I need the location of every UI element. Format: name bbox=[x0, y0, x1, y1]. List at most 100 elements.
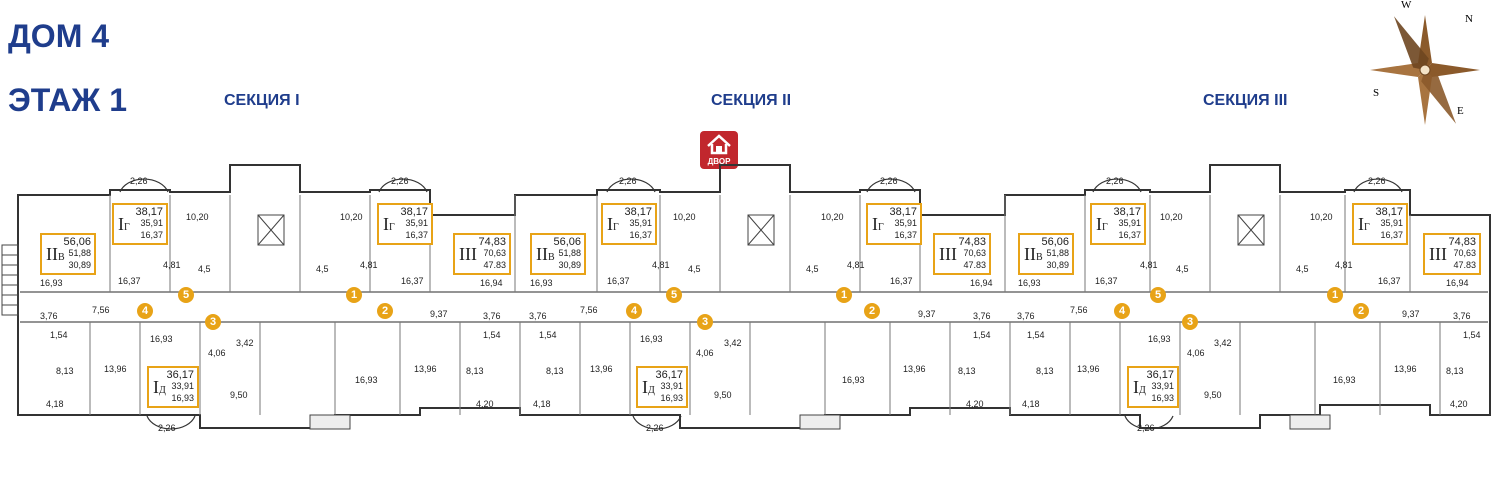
room-area-label: 3,76 bbox=[40, 311, 58, 321]
room-area-label: 16,37 bbox=[1095, 276, 1118, 286]
room-area-label: 1,54 bbox=[539, 330, 557, 340]
apartment-subtype: Г bbox=[878, 222, 884, 233]
room-area-label: 7,56 bbox=[92, 305, 110, 315]
room-area-label: 3,76 bbox=[973, 311, 991, 321]
apartment-total-area: 74,83 bbox=[478, 236, 506, 248]
room-area-label: 4,18 bbox=[533, 399, 551, 409]
entrance-badge[interactable]: 1 bbox=[1327, 287, 1343, 303]
balconies bbox=[119, 178, 1403, 430]
apartment-type: IГ bbox=[383, 214, 395, 234]
entrance-badge[interactable]: 2 bbox=[377, 303, 393, 319]
entrance-badge[interactable]: 5 bbox=[178, 287, 194, 303]
room-area-label: 4,81 bbox=[652, 260, 670, 270]
compass-rose-icon: W N S E bbox=[1370, 0, 1480, 125]
apartment-type: IIВ bbox=[1024, 244, 1043, 264]
room-area-label: 4,5 bbox=[806, 264, 819, 274]
apartment-type: IГ bbox=[1358, 214, 1370, 234]
apartment-total-area: 38,17 bbox=[135, 206, 163, 218]
apartment-type: III bbox=[939, 244, 957, 264]
room-area-label: 10,20 bbox=[821, 212, 844, 222]
apartment-living-area: 35,91 bbox=[405, 218, 428, 228]
room-area-label: 4,06 bbox=[696, 348, 714, 358]
room-area-label: 3,42 bbox=[1214, 338, 1232, 348]
apartment-room-area: 30,89 bbox=[558, 260, 581, 270]
apartment-living-area: 35,91 bbox=[894, 218, 917, 228]
apartment-total-area: 74,83 bbox=[958, 236, 986, 248]
apartment-subtype: Д bbox=[648, 385, 655, 396]
apartment-room-area: 16,37 bbox=[1380, 230, 1403, 240]
apartment-living-area: 35,91 bbox=[1380, 218, 1403, 228]
apartment-room-area: 16,93 bbox=[171, 393, 194, 403]
compass-w: W bbox=[1401, 0, 1412, 11]
house-icon bbox=[707, 134, 731, 155]
room-area-label: 4,5 bbox=[316, 264, 329, 274]
apartment-type: III bbox=[459, 244, 477, 264]
apartment-subtype: Г bbox=[389, 222, 395, 233]
apartment-total-area: 38,17 bbox=[1113, 206, 1141, 218]
entrance-badge[interactable]: 3 bbox=[697, 314, 713, 330]
room-area-label: 7,56 bbox=[1070, 305, 1088, 315]
apartment-type: IД bbox=[1133, 377, 1146, 397]
apartment-subtype: Г bbox=[1102, 222, 1108, 233]
room-area-label: 3,76 bbox=[483, 311, 501, 321]
entrance-badge[interactable]: 5 bbox=[666, 287, 682, 303]
room-area-label: 9,50 bbox=[714, 390, 732, 400]
apartment-living-area: 51,88 bbox=[1046, 248, 1069, 258]
room-area-label: 2,26 bbox=[391, 176, 409, 186]
room-area-label: 4,20 bbox=[1450, 399, 1468, 409]
entrance-badge[interactable]: 2 bbox=[864, 303, 880, 319]
room-area-label: 2,26 bbox=[880, 176, 898, 186]
room-area-label: 16,94 bbox=[970, 278, 993, 288]
room-area-label: 4,81 bbox=[360, 260, 378, 270]
room-area-label: 9,37 bbox=[1402, 309, 1420, 319]
room-area-label: 4,5 bbox=[1176, 264, 1189, 274]
entrance-badge[interactable]: 4 bbox=[137, 303, 153, 319]
room-area-label: 2,26 bbox=[130, 176, 148, 186]
room-area-label: 13,96 bbox=[590, 364, 613, 374]
apartment-living-area: 70,63 bbox=[963, 248, 986, 258]
room-area-label: 16,37 bbox=[890, 276, 913, 286]
entrance-badge[interactable]: 1 bbox=[346, 287, 362, 303]
entrance-badge[interactable]: 4 bbox=[1114, 303, 1130, 319]
entrance-badge[interactable]: 3 bbox=[1182, 314, 1198, 330]
entrance-badge[interactable]: 4 bbox=[626, 303, 642, 319]
apartment-total-area: 38,17 bbox=[889, 206, 917, 218]
apartment-type: IГ bbox=[607, 214, 619, 234]
apartment-room-area: 16,37 bbox=[405, 230, 428, 240]
apartment-subtype: В bbox=[1036, 252, 1043, 263]
entrance-badge[interactable]: 1 bbox=[836, 287, 852, 303]
apartment-total-area: 38,17 bbox=[624, 206, 652, 218]
courtyard-icon[interactable]: ДВОР bbox=[700, 131, 738, 169]
room-area-label: 2,26 bbox=[646, 423, 664, 433]
room-area-label: 16,94 bbox=[1446, 278, 1469, 288]
room-area-label: 1,54 bbox=[483, 330, 501, 340]
apartment-subtype: В bbox=[548, 252, 555, 263]
room-area-label: 16,93 bbox=[640, 334, 663, 344]
entrance-badge[interactable]: 2 bbox=[1353, 303, 1369, 319]
apartment-living-area: 33,91 bbox=[171, 381, 194, 391]
apartment-living-area: 70,63 bbox=[483, 248, 506, 258]
apartment-living-area: 70,63 bbox=[1453, 248, 1476, 258]
room-area-label: 4,06 bbox=[208, 348, 226, 358]
room-area-label: 4,06 bbox=[1187, 348, 1205, 358]
apartment-type: IIВ bbox=[536, 244, 555, 264]
entrance-badge[interactable]: 3 bbox=[205, 314, 221, 330]
apartment-room-area: 47.83 bbox=[483, 260, 506, 270]
room-area-label: 16,93 bbox=[1333, 375, 1356, 385]
entrance-badge[interactable]: 5 bbox=[1150, 287, 1166, 303]
